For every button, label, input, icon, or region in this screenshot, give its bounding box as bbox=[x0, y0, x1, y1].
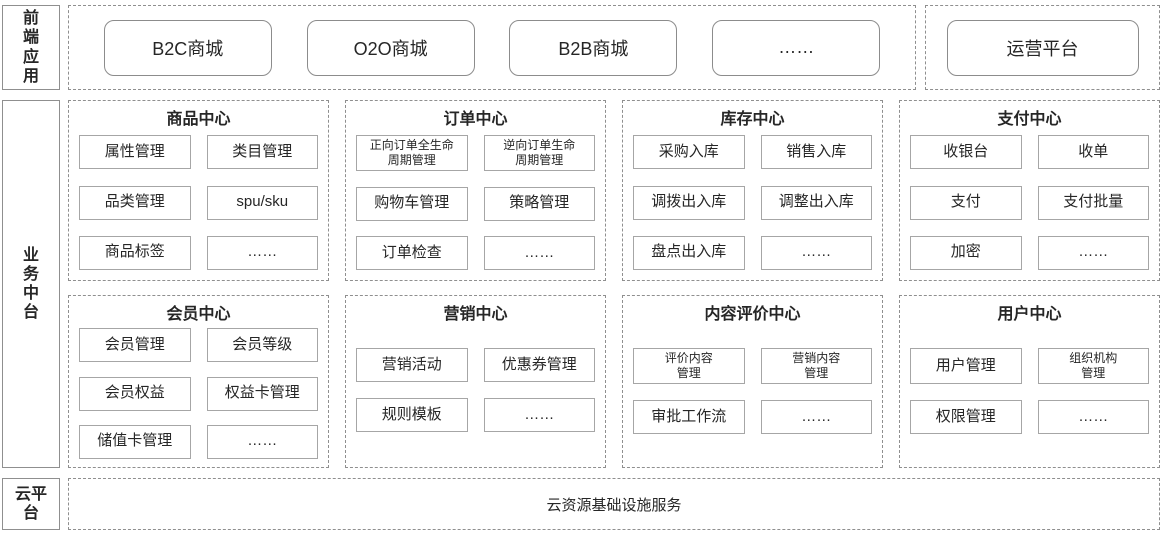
module-box: 品类管理 bbox=[79, 185, 191, 220]
cloud-infrastructure-container: 云资源基础设施服务 bbox=[68, 478, 1160, 530]
layer-label-business: 业 务 中 台 bbox=[2, 100, 60, 468]
module-box: …… bbox=[1037, 400, 1149, 434]
frontend-layer-row: 前 端 应 用 B2C商城 O2O商城 B2B商城 …… 运营平台 bbox=[2, 5, 1160, 90]
module-box: …… bbox=[206, 235, 318, 270]
module-box: 销售入库 bbox=[760, 135, 872, 170]
module-box: 会员等级 bbox=[206, 328, 318, 363]
payment-center: 支付中心收银台收单支付支付批量加密 …… bbox=[899, 100, 1160, 281]
center-modules: 采购入库销售入库调拨出入库调整出入库盘点出入库 …… bbox=[633, 133, 872, 272]
module-box: 支付批量 bbox=[1037, 185, 1149, 220]
product-center: 商品中心属性管理类目管理品类管理 spu/sku 商品标签 …… bbox=[68, 100, 329, 281]
module-box: 策略管理 bbox=[483, 186, 595, 221]
module-box: 属性管理 bbox=[79, 135, 191, 170]
module-box: …… bbox=[206, 424, 318, 459]
center-title: 商品中心 bbox=[166, 111, 231, 128]
center-modules: 收银台收单支付支付批量加密 …… bbox=[910, 133, 1149, 272]
member-center: 会员中心会员管理会员等级会员权益权益卡管理储值卡管理 …… bbox=[68, 295, 329, 468]
cloud-infrastructure-label: 云资源基础设施服务 bbox=[546, 496, 682, 514]
frontend-apps-container: B2C商城 O2O商城 B2B商城 …… bbox=[68, 5, 916, 90]
module-box: 商品标签 bbox=[79, 235, 191, 270]
center-title: 库存中心 bbox=[720, 111, 785, 128]
center-title: 支付中心 bbox=[997, 111, 1062, 128]
user-center: 用户中心用户管理组织机构 管理权限管理 …… bbox=[899, 295, 1160, 468]
center-title: 会员中心 bbox=[166, 306, 231, 323]
module-box: 支付 bbox=[910, 185, 1022, 220]
module-box: 逆向订单生命 周期管理 bbox=[483, 134, 595, 171]
module-box: 加密 bbox=[910, 235, 1022, 270]
module-box: 会员权益 bbox=[79, 376, 191, 411]
module-box: 营销内容 管理 bbox=[760, 348, 872, 384]
module-box: 审批工作流 bbox=[633, 400, 745, 434]
module-box: 调整出入库 bbox=[760, 185, 872, 220]
module-box: 优惠券管理 bbox=[483, 348, 595, 382]
module-box: 会员管理 bbox=[79, 328, 191, 363]
module-box: 盘点出入库 bbox=[633, 235, 745, 270]
center-modules: 属性管理类目管理品类管理 spu/sku 商品标签 …… bbox=[79, 133, 318, 272]
module-box: …… bbox=[760, 235, 872, 270]
content-review-center: 内容评价中心评价内容 管理营销内容 管理审批工作流 …… bbox=[622, 295, 883, 468]
module-box: 采购入库 bbox=[633, 135, 745, 170]
frontend-app-box: B2C商城 bbox=[103, 19, 272, 76]
module-box: 评价内容 管理 bbox=[633, 348, 745, 384]
module-box: 权限管理 bbox=[910, 400, 1022, 434]
layer-label-frontend: 前 端 应 用 bbox=[2, 5, 60, 90]
module-box: 权益卡管理 bbox=[206, 376, 318, 411]
inventory-center: 库存中心采购入库销售入库调拨出入库调整出入库盘点出入库 …… bbox=[622, 100, 883, 281]
module-box: 调拨出入库 bbox=[633, 185, 745, 220]
module-box: …… bbox=[760, 400, 872, 434]
center-title: 订单中心 bbox=[443, 111, 508, 128]
center-modules: 评价内容 管理营销内容 管理审批工作流 …… bbox=[633, 328, 872, 459]
module-box: 类目管理 bbox=[206, 135, 318, 170]
module-box: 营销活动 bbox=[356, 348, 468, 382]
module-box: 用户管理 bbox=[910, 348, 1022, 384]
ops-platform-box: 运营平台 bbox=[946, 19, 1139, 76]
marketing-center: 营销中心营销活动优惠券管理规则模板 …… bbox=[345, 295, 606, 468]
center-modules: 用户管理组织机构 管理权限管理 …… bbox=[910, 328, 1149, 459]
frontend-app-box: O2O商城 bbox=[306, 19, 475, 76]
center-title: 营销中心 bbox=[443, 306, 508, 323]
cloud-layer-row: 云平 台 云资源基础设施服务 bbox=[2, 478, 1160, 530]
order-center: 订单中心正向订单全生命 周期管理逆向订单生命 周期管理购物车管理策略管理订单检查… bbox=[345, 100, 606, 281]
module-box: 收单 bbox=[1037, 135, 1149, 170]
module-box: …… bbox=[483, 398, 595, 432]
center-modules: 正向订单全生命 周期管理逆向订单生命 周期管理购物车管理策略管理订单检查 …… bbox=[356, 133, 595, 272]
ops-platform-container: 运营平台 bbox=[925, 5, 1160, 90]
module-box: 储值卡管理 bbox=[79, 424, 191, 459]
module-box: 购物车管理 bbox=[356, 186, 468, 221]
module-box: …… bbox=[483, 236, 595, 271]
center-title: 内容评价中心 bbox=[704, 306, 801, 323]
module-box: 规则模板 bbox=[356, 398, 468, 432]
module-box: 订单检查 bbox=[356, 236, 468, 271]
module-box: 收银台 bbox=[910, 135, 1022, 170]
module-box: spu/sku bbox=[206, 185, 318, 220]
center-modules: 会员管理会员等级会员权益权益卡管理储值卡管理 …… bbox=[79, 328, 318, 459]
frontend-app-box: B2B商城 bbox=[509, 19, 678, 76]
module-box: …… bbox=[1037, 235, 1149, 270]
center-title: 用户中心 bbox=[997, 306, 1062, 323]
layer-label-cloud: 云平 台 bbox=[2, 478, 60, 530]
frontend-app-box: …… bbox=[712, 19, 881, 76]
center-modules: 营销活动优惠券管理规则模板 …… bbox=[356, 328, 595, 459]
module-box: 组织机构 管理 bbox=[1037, 348, 1149, 384]
module-box: 正向订单全生命 周期管理 bbox=[356, 134, 468, 171]
